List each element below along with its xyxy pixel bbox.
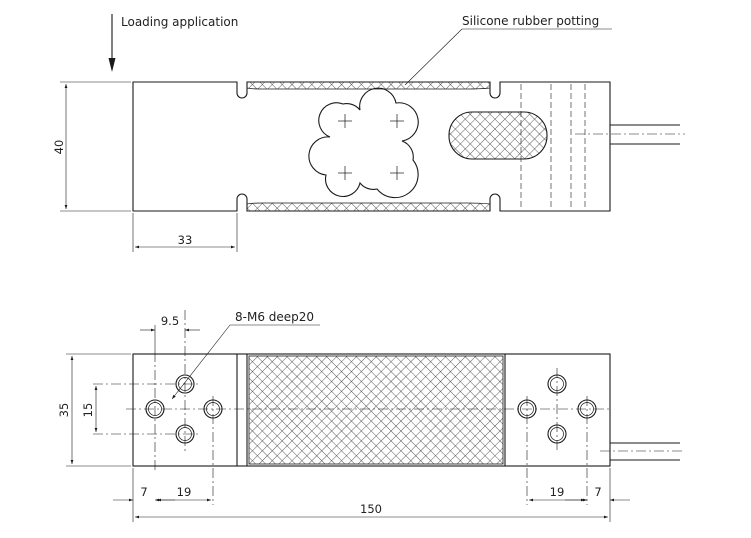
clover-centers bbox=[338, 114, 404, 180]
potted-slot bbox=[448, 111, 548, 160]
bottom-body-outline bbox=[132, 353, 611, 467]
thread-label: 8-M6 deep20 bbox=[235, 310, 314, 324]
cable-top bbox=[575, 124, 685, 145]
bottom-potting-area bbox=[248, 355, 504, 465]
dim-left-7-text: 7 bbox=[140, 485, 147, 499]
potting-leader bbox=[404, 28, 612, 86]
load-label: Loading application bbox=[121, 15, 238, 29]
dim-height-40 bbox=[60, 81, 131, 212]
hidden-lines bbox=[520, 84, 586, 209]
dim-9-5 bbox=[140, 325, 200, 352]
potting-label: Silicone rubber potting bbox=[462, 14, 599, 28]
potting-strip-top bbox=[246, 81, 491, 90]
dim-offset-33-text: 33 bbox=[178, 233, 193, 247]
potting-strip-bottom bbox=[246, 202, 491, 212]
dim-9-5-text: 9.5 bbox=[161, 314, 179, 328]
dim-left-19-text: 19 bbox=[177, 485, 192, 499]
dim-right-19-text: 19 bbox=[550, 485, 565, 499]
cable-bottom bbox=[600, 442, 685, 461]
top-view: Loading application bbox=[52, 14, 685, 252]
right-thread-holes bbox=[517, 368, 597, 505]
dim-offset-33 bbox=[132, 213, 238, 252]
top-body-outline bbox=[132, 81, 611, 212]
dim-total-150-text: 150 bbox=[360, 502, 382, 516]
dim-height-40-text: 40 bbox=[52, 140, 66, 155]
clover-hole bbox=[308, 87, 419, 199]
left-thread-holes bbox=[93, 310, 223, 505]
dim-height-35-text: 35 bbox=[57, 403, 71, 418]
load-arrow bbox=[108, 14, 116, 72]
dim-right-7-text: 7 bbox=[594, 485, 601, 499]
dim-height-35 bbox=[66, 353, 131, 467]
dim-spacing-15-text: 15 bbox=[81, 403, 95, 418]
thread-leader bbox=[171, 324, 320, 400]
bottom-view: 8-M6 deep20 9.5 35 15 7 bbox=[57, 310, 685, 522]
